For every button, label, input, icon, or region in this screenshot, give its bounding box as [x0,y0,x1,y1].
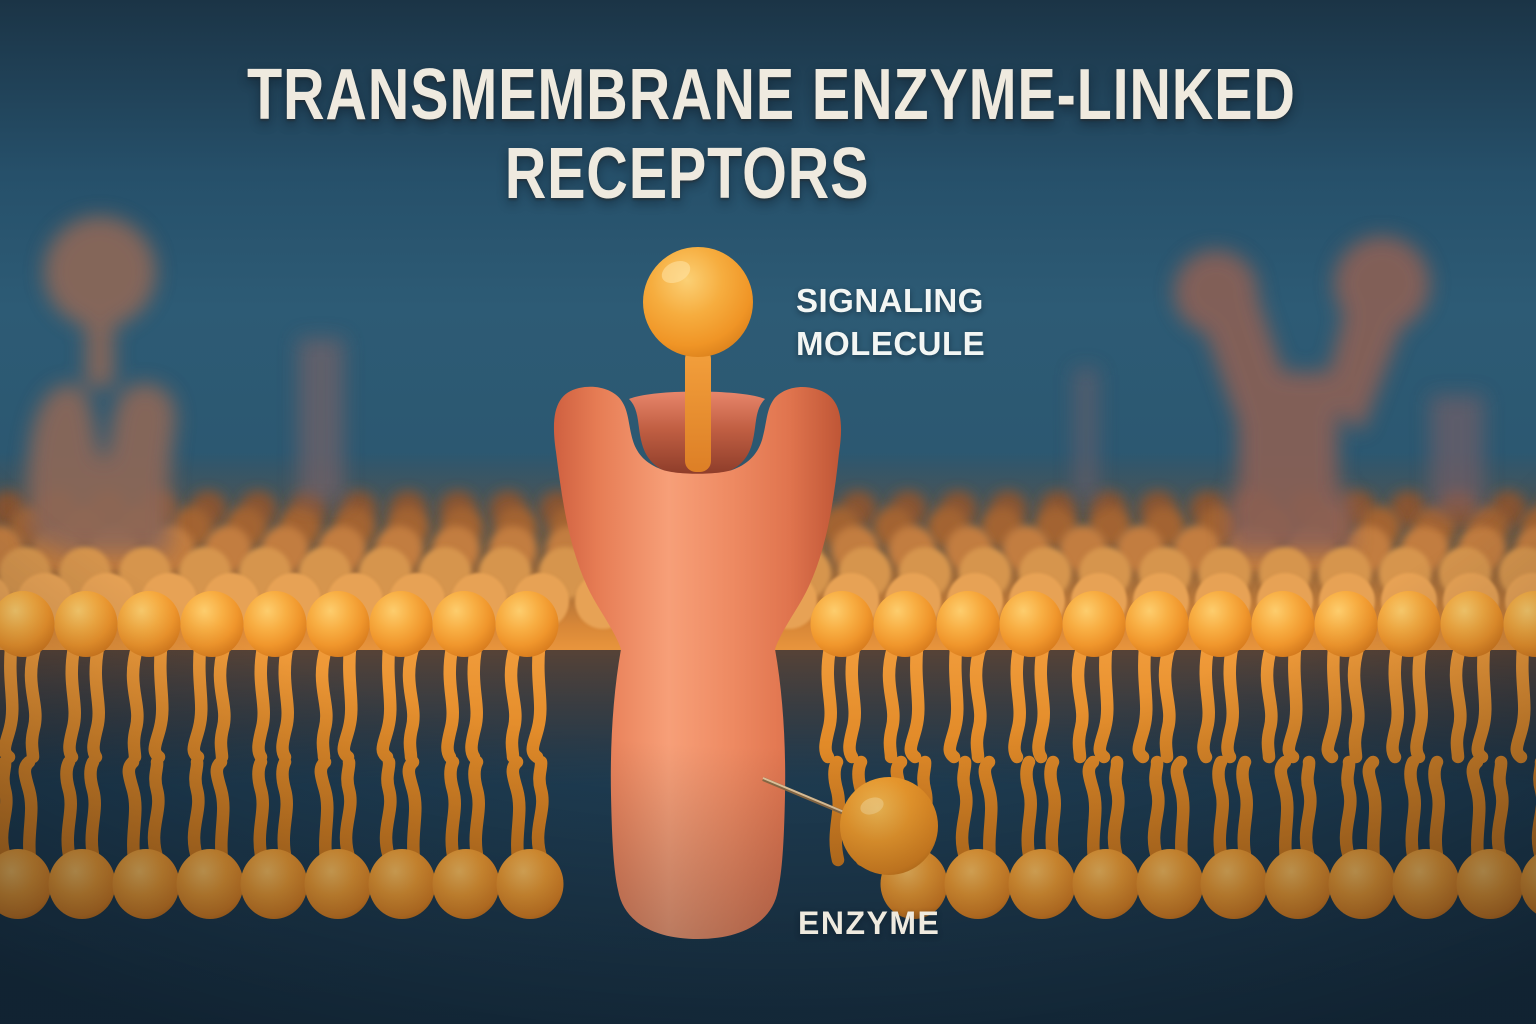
figure-title: TRANSMEMBRANE ENZYME-LINKED RECEPTORS [247,55,1296,214]
enzyme-label: ENZYME [798,905,941,941]
title-line-1: TRANSMEMBRANE ENZYME-LINKED [247,55,1296,135]
signaling-label-line-2: MOLECULE [796,325,986,362]
signaling-molecule-label: SIGNALING MOLECULE [796,279,985,365]
title-line-2: RECEPTORS [504,134,870,214]
signaling-label-line-1: SIGNALING [796,282,984,319]
